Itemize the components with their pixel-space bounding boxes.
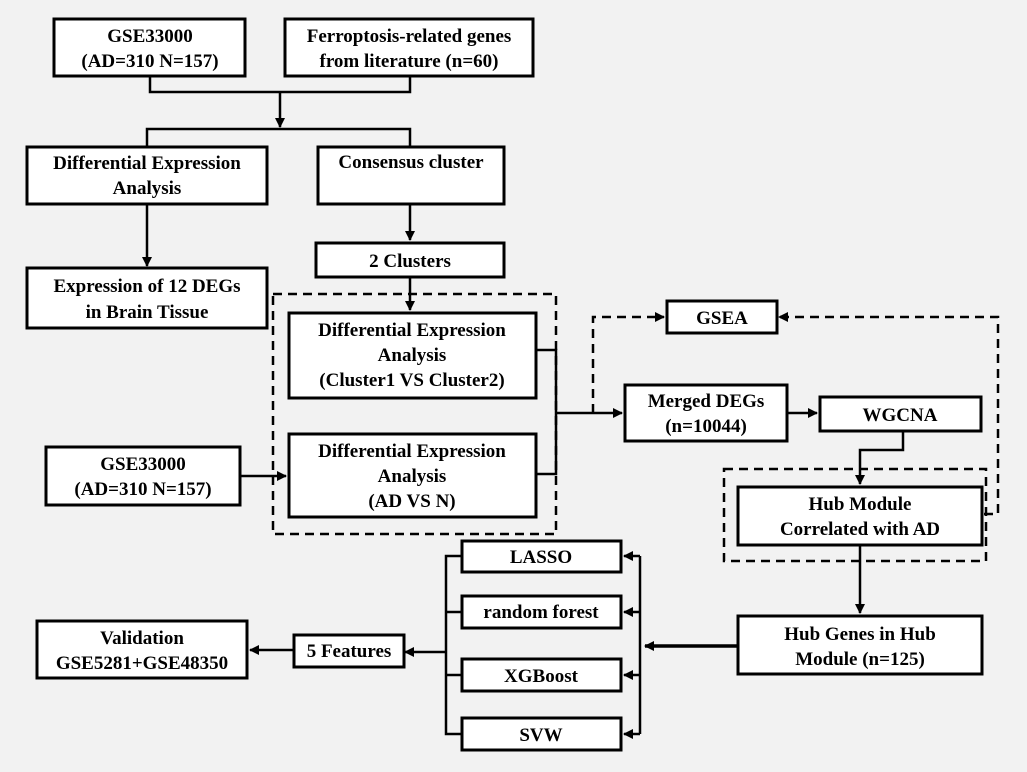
node-dea-left-line2: Analysis bbox=[113, 178, 182, 199]
node-expr12-line2: in Brain Tissue bbox=[86, 302, 209, 323]
node-gse-top-line2: (AD=310 N=157) bbox=[81, 51, 218, 72]
node-hubmod-line1: Hub Module bbox=[809, 494, 912, 515]
node-hub-module: Hub Module Correlated with AD bbox=[736, 485, 984, 547]
node-gse-top: GSE33000 (AD=310 N=157) bbox=[52, 17, 247, 78]
ml-bracket-left bbox=[444, 554, 462, 736]
node-random-forest: random forest bbox=[460, 594, 623, 630]
split-line bbox=[145, 127, 412, 147]
node-lasso: LASSO bbox=[460, 539, 623, 574]
node-validation: Validation GSE5281+GSE48350 bbox=[35, 619, 249, 680]
node-dea-cluster1-vs-cluster2: Differential Expression Analysis (Cluste… bbox=[287, 311, 538, 400]
node-merged-line1: Merged DEGs bbox=[648, 391, 765, 412]
node-validation-line1: Validation bbox=[100, 628, 184, 649]
node-dea-left: Differential Expression Analysis bbox=[25, 145, 269, 206]
dashed-arrow-merged-to-gsea bbox=[591, 312, 665, 413]
node-dea-adn-line2: Analysis bbox=[378, 466, 447, 487]
node-hubgenes-line1: Hub Genes in Hub bbox=[784, 624, 936, 645]
node-lasso-label: LASSO bbox=[510, 547, 572, 568]
node-gse-mid-line2: (AD=310 N=157) bbox=[74, 479, 211, 500]
node-dea-adn-line3: (AD VS N) bbox=[368, 491, 455, 512]
node-5-features: 5 Features bbox=[292, 633, 406, 669]
node-xgboost: XGBoost bbox=[460, 657, 623, 693]
node-merged-line2: (n=10044) bbox=[665, 416, 747, 437]
node-2-clusters-label: 2 Clusters bbox=[369, 251, 451, 272]
node-consensus-label: Consensus cluster bbox=[338, 152, 484, 173]
node-dea-c1c2-line3: (Cluster1 VS Cluster2) bbox=[319, 370, 504, 391]
node-dea-left-line1: Differential Expression bbox=[53, 153, 241, 174]
node-dea-adn-line1: Differential Expression bbox=[318, 441, 506, 462]
node-hubmod-line2: Correlated with AD bbox=[780, 519, 940, 540]
node-ferroptosis-genes: Ferroptosis-related genes from literatur… bbox=[283, 17, 535, 78]
node-dea-c1c2-line1: Differential Expression bbox=[318, 320, 506, 341]
dea-group-frame bbox=[271, 292, 558, 536]
node-gse-mid: GSE33000 (AD=310 N=157) bbox=[44, 445, 242, 507]
node-hub-genes: Hub Genes in Hub Module (n=125) bbox=[736, 614, 984, 676]
node-2-clusters: 2 Clusters bbox=[314, 241, 506, 279]
node-expr12: Expression of 12 DEGs in Brain Tissue bbox=[25, 266, 269, 330]
node-svw: SVW bbox=[460, 716, 623, 752]
node-wgcna-label: WGCNA bbox=[863, 405, 938, 426]
node-ferro-line1: Ferroptosis-related genes bbox=[307, 26, 512, 47]
node-expr12-line1: Expression of 12 DEGs bbox=[53, 276, 240, 297]
node-dea-ad-vs-n: Differential Expression Analysis (AD VS … bbox=[287, 432, 538, 519]
dashed-arrow-hub-to-gsea bbox=[778, 312, 1000, 516]
node-gsea-label: GSEA bbox=[696, 308, 748, 329]
node-wgcna: WGCNA bbox=[818, 395, 983, 433]
node-validation-line2: GSE5281+GSE48350 bbox=[56, 653, 228, 674]
node-ferro-line2: from literature (n=60) bbox=[320, 51, 499, 72]
node-gse-top-line1: GSE33000 bbox=[107, 26, 193, 47]
node-xgb-label: XGBoost bbox=[504, 666, 579, 687]
node-consensus-cluster: Consensus cluster bbox=[316, 145, 506, 206]
node-hubgenes-line2: Module (n=125) bbox=[795, 649, 925, 670]
node-gse-mid-line1: GSE33000 bbox=[100, 454, 186, 475]
node-gsea: GSEA bbox=[665, 299, 779, 335]
node-rf-label: random forest bbox=[483, 602, 599, 623]
arrow-to-hubmodule bbox=[855, 431, 905, 485]
node-dea-c1c2-line2: Analysis bbox=[378, 345, 447, 366]
node-5-features-label: 5 Features bbox=[307, 641, 392, 662]
merge-line-top bbox=[148, 76, 412, 94]
node-svw-label: SVW bbox=[519, 725, 562, 746]
node-merged-degs: Merged DEGs (n=10044) bbox=[623, 383, 789, 443]
merge-bracket bbox=[536, 348, 558, 476]
